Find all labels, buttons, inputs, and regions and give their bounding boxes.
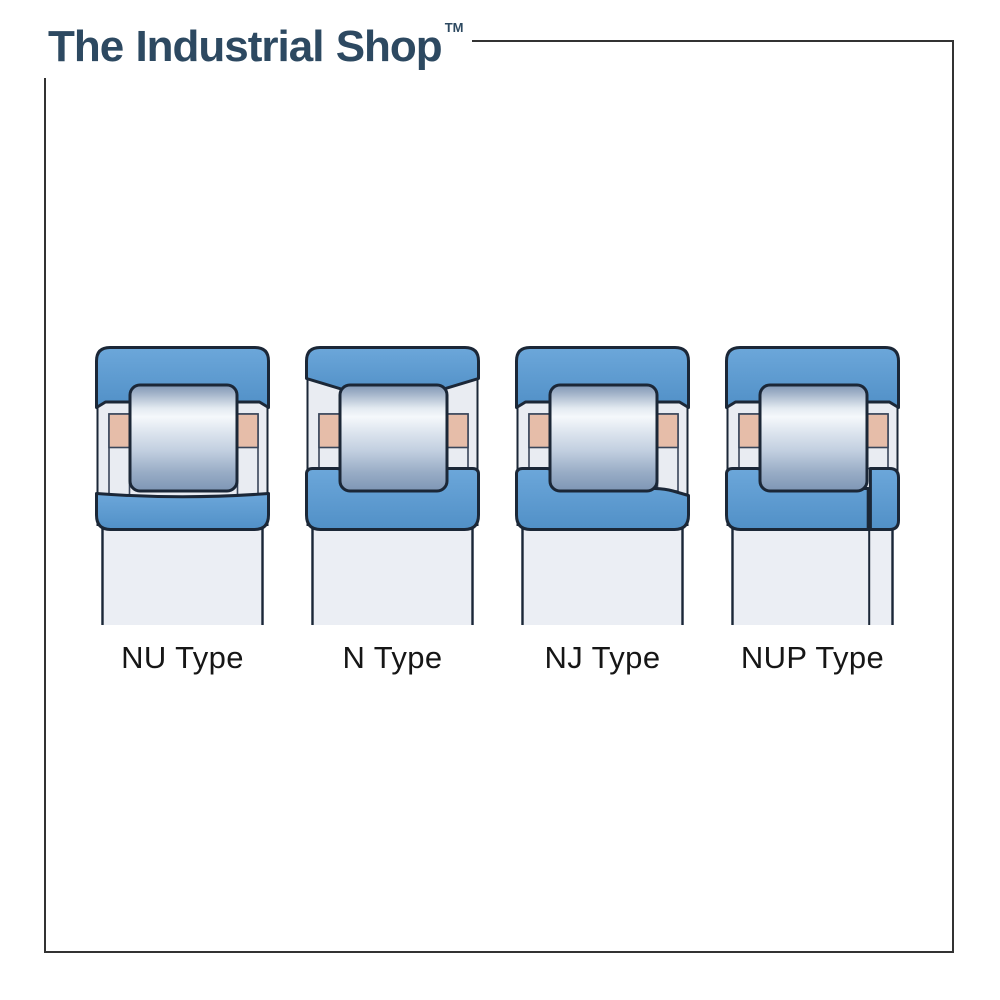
shaft (731, 529, 894, 625)
inner-ring-plain (95, 492, 270, 531)
bearing-label-n: N Type (342, 640, 443, 675)
outer-ring-plain (305, 346, 480, 395)
cylindrical-roller (758, 383, 869, 493)
cage (738, 413, 889, 470)
trademark-symbol: TM (444, 20, 464, 35)
loose-thrust-collar (868, 467, 900, 531)
cylindrical-roller (548, 383, 659, 493)
shaft (311, 529, 474, 625)
bearing-label-nu: NU Type (121, 640, 244, 675)
bearing-figure-nj (515, 345, 690, 625)
brand-name: The Industrial Shop (48, 22, 443, 71)
bearing-diagram-nj (515, 346, 690, 625)
bearing-diagram-n (305, 346, 480, 625)
bearing-diagram-nu (95, 346, 270, 625)
bearing-figure-nu (95, 345, 270, 625)
bearing-figure-n (305, 345, 480, 625)
shaft (521, 529, 684, 625)
bearing-figure-nup (725, 345, 900, 625)
bearing-label-nj: NJ Type (544, 640, 661, 675)
shaft (101, 529, 264, 625)
cylindrical-roller (128, 383, 239, 493)
image-border-frame (44, 40, 954, 953)
cylindrical-roller (338, 383, 449, 493)
bearing-label-nup: NUP Type (740, 640, 885, 675)
bearing-diagram-nup (725, 346, 900, 625)
